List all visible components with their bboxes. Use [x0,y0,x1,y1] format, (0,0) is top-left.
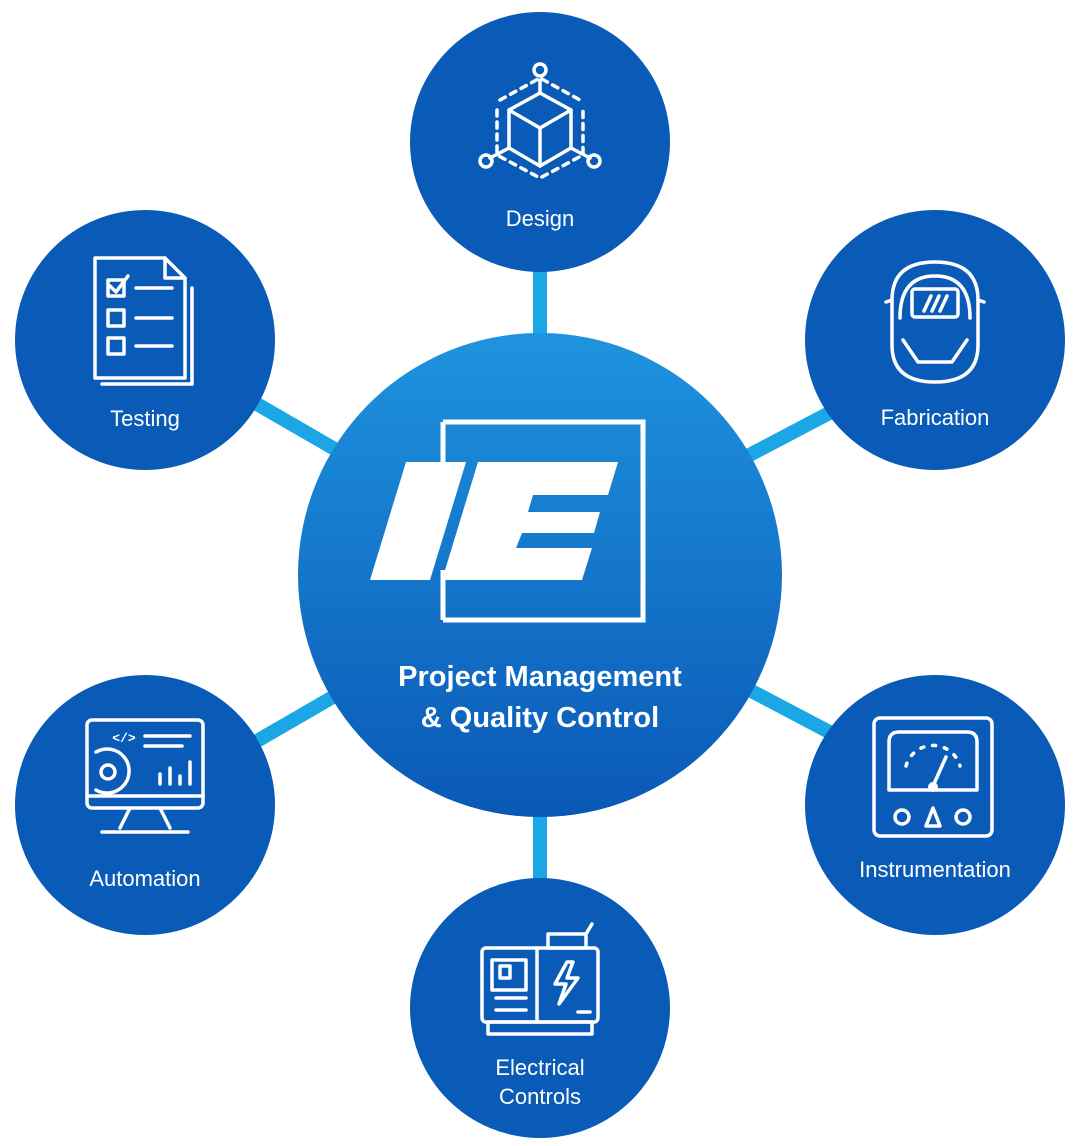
node-instrumentation: Instrumentation [805,675,1065,935]
welding-helmet-icon [884,260,986,384]
checklist-icon [93,256,194,386]
node-testing: Testing [15,210,275,470]
svg-text:</>: </> [112,731,136,746]
node-label-testing: Testing [110,406,180,431]
gauge-meter-icon [872,716,994,838]
generator-icon [480,922,600,1036]
center-node: Project Management & Quality Control [298,333,782,817]
monitor-code-icon: </> [85,718,205,834]
node-electrical-controls: Electrical Controls [410,878,670,1138]
node-fabrication: Fabrication [805,210,1065,470]
connector-instrumentation [736,678,839,742]
node-label-electrical-controls-line2: Controls [499,1084,581,1109]
node-label-electrical-controls-line1: Electrical [495,1055,584,1080]
center-title-line2: & Quality Control [421,702,659,734]
node-design: Design [410,12,670,272]
cube-3d-icon [478,62,602,180]
node-label-design: Design [506,206,574,231]
connector-fabrication [736,403,839,467]
ie-logo-icon [370,419,646,623]
node-label-instrumentation: Instrumentation [859,857,1011,882]
node-automation: </> Automation [15,675,275,935]
connectors [246,260,839,890]
node-label-fabrication: Fabrication [881,405,990,430]
node-label-automation: Automation [89,866,200,891]
connector-automation [246,683,349,752]
connector-testing [246,393,349,462]
center-title-line1: Project Management [398,661,682,693]
